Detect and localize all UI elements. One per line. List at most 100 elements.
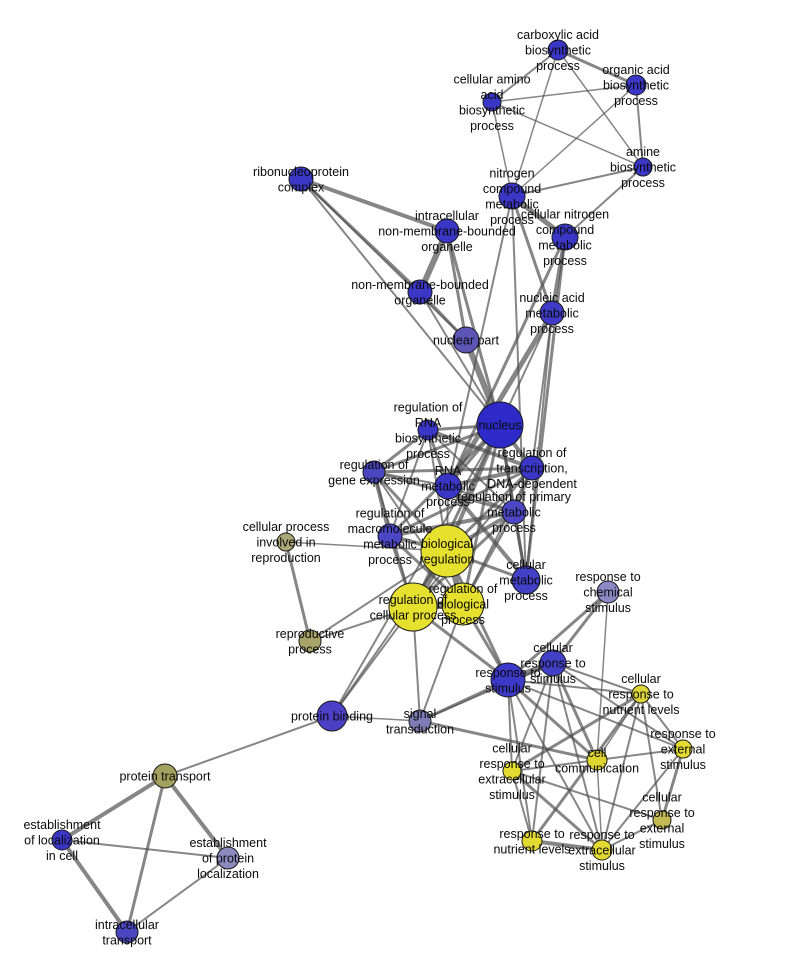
- node-crx[interactable]: cellular response to external stimulus: [652, 810, 672, 830]
- node-rcp[interactable]: regulation of cellular process: [388, 582, 438, 632]
- node-cab[interactable]: carboxylic acid biosynthetic process: [547, 39, 569, 61]
- node-rtd[interactable]: regulation of transcription, DNA-depende…: [519, 455, 545, 481]
- node-nmo[interactable]: non-membrane-bounded organelle: [407, 279, 433, 305]
- edge-crn-crx: [640, 693, 663, 821]
- edge-cab-oab: [556, 48, 638, 87]
- edge-rnl-res: [530, 839, 604, 852]
- edge-oab-amb: [635, 84, 644, 168]
- node-ncm[interactable]: nitrogen compound metabolic process: [498, 182, 526, 210]
- node-rnp[interactable]: ribonucleoprotein complex: [288, 166, 314, 192]
- edge-rst-rnl: [507, 679, 533, 842]
- edge-cpr-rep: [284, 540, 312, 643]
- node-rmm[interactable]: regulation of macromolecule metabolic pr…: [377, 523, 403, 549]
- edge-cab-amb: [557, 49, 644, 168]
- edge-layer: [60, 48, 685, 934]
- edge-ptr-epl: [163, 774, 230, 860]
- edge-cab-ncm: [511, 49, 559, 197]
- node-itr[interactable]: intracellular transport: [115, 920, 139, 944]
- edge-rex-res: [601, 748, 684, 851]
- edge-nam-rmp: [445, 310, 555, 489]
- edge-cab-aab: [491, 49, 559, 103]
- edge-res-crx: [601, 819, 663, 851]
- edge-rst-cco: [506, 678, 599, 762]
- node-rmp[interactable]: RNA metabolic process: [434, 472, 462, 500]
- node-crs[interactable]: cellular response to stimulus: [539, 649, 567, 677]
- node-nuc[interactable]: nucleus: [476, 401, 524, 449]
- edge-rmp-cmp: [446, 484, 528, 582]
- edge-rpm-rmm: [388, 510, 516, 538]
- node-rbp[interactable]: regulation of biological process: [441, 582, 485, 626]
- edge-cco-crn: [596, 693, 642, 761]
- node-rrb[interactable]: regulation of RNA biosynthetic process: [417, 419, 439, 441]
- edge-nam-cmp: [525, 312, 553, 581]
- node-elc[interactable]: establishment of localization in cell: [51, 829, 73, 851]
- node-res[interactable]: response to extracellular stimulus: [591, 839, 613, 861]
- edge-ncm-nam: [510, 194, 554, 315]
- node-npt[interactable]: nuclear part: [452, 326, 480, 354]
- edge-cre-res: [510, 769, 604, 852]
- edge-cco-res: [596, 759, 603, 851]
- node-crn[interactable]: cellular response to nutrient levels: [631, 684, 651, 704]
- node-rex[interactable]: response to external stimulus: [673, 739, 693, 759]
- edge-cpr-bre: [285, 541, 448, 552]
- node-oab[interactable]: organic acid biosynthetic process: [625, 74, 647, 96]
- edge-cre-rnl: [511, 770, 533, 842]
- node-rep[interactable]: reproductive process: [298, 629, 322, 653]
- node-amb[interactable]: amine biosynthetic process: [633, 157, 653, 177]
- edge-nmo-nuc: [419, 291, 501, 426]
- edge-crs-str: [419, 662, 554, 722]
- edge-ptr-itr: [125, 774, 167, 934]
- edge-oab-ncm: [511, 84, 637, 197]
- node-cpr[interactable]: cellular process involved in reproductio…: [276, 532, 296, 552]
- edge-elc-itr: [60, 838, 129, 934]
- node-cre[interactable]: cellular response to extracellular stimu…: [502, 761, 522, 781]
- node-aab[interactable]: cellular amino acid biosynthetic process: [482, 92, 502, 112]
- edge-crn-res: [601, 693, 642, 851]
- edge-crs-rcs: [551, 590, 610, 665]
- node-cco[interactable]: cell communication: [586, 749, 608, 771]
- node-cmp[interactable]: cellular metabolic process: [511, 565, 541, 595]
- node-rge[interactable]: regulation of gene expression: [362, 460, 386, 484]
- node-str[interactable]: signal transduction: [408, 709, 432, 733]
- node-rpm[interactable]: regulation of primary metabolic process: [501, 499, 527, 525]
- edge-itr-epl: [126, 857, 229, 933]
- edge-aab-ncm: [491, 101, 513, 197]
- edge-crs-cco: [551, 661, 599, 762]
- edge-ncm-rmp: [447, 195, 513, 487]
- edge-cre-crx: [511, 770, 663, 821]
- node-cnc[interactable]: cellular nitrogen compound metabolic pro…: [551, 223, 579, 251]
- edge-crs-cre: [511, 662, 554, 772]
- edge-aab-amb: [491, 101, 644, 168]
- edge-rnp-nuc: [300, 178, 501, 426]
- node-ptr[interactable]: protein transport: [152, 763, 178, 789]
- edge-crn-rnl: [530, 692, 643, 843]
- node-ino[interactable]: intracellular non-membrane-bounded organ…: [434, 218, 460, 244]
- edge-str-cco: [418, 719, 599, 762]
- node-rcs[interactable]: response to chemical stimulus: [596, 580, 620, 604]
- node-rst[interactable]: response to stimulus: [490, 662, 526, 698]
- edge-rge-rbp: [373, 471, 464, 605]
- edge-amb-ncm: [511, 166, 644, 197]
- edge-rex-crx: [660, 747, 685, 822]
- edge-pbi-bre: [331, 550, 448, 717]
- edge-rrb-rtd: [426, 428, 534, 470]
- node-rnl[interactable]: response to nutrient levels: [521, 830, 543, 852]
- edge-pbi-ptr: [164, 715, 333, 777]
- edge-ptr-elc: [60, 774, 167, 842]
- node-epl[interactable]: establishment of protein localization: [216, 846, 240, 870]
- edge-rtd-rge: [372, 466, 534, 474]
- node-pbi[interactable]: protein binding: [316, 700, 348, 732]
- edge-crn-rex: [640, 693, 684, 750]
- edge-crs-crn: [552, 662, 642, 695]
- node-layer: carboxylic acid biosynthetic process cell…: [51, 39, 693, 944]
- edge-rep-bre: [309, 550, 448, 642]
- edge-ino-nuc: [445, 229, 502, 427]
- edge-rst-rex: [507, 679, 684, 750]
- node-nam[interactable]: nucleic acid metabolic process: [539, 300, 565, 326]
- node-bre[interactable]: biological regulation: [420, 524, 474, 578]
- edge-rcs-cco: [596, 591, 609, 761]
- edge-ino-npt: [445, 229, 468, 342]
- edge-crn-cre: [510, 692, 643, 773]
- edge-elc-epl: [61, 839, 229, 859]
